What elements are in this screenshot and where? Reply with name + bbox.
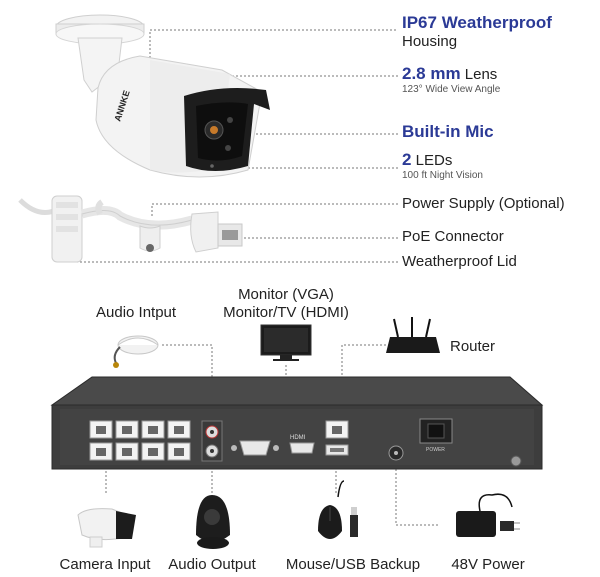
power-connector [139,225,161,252]
camera-body: ANNKE [95,55,270,178]
nvr-power-label: POWER [426,447,445,453]
nvr-ground-screw [510,455,522,467]
spec-mic-highlight: Built-in Mic [402,122,494,141]
router [386,317,440,353]
label-audio-input: Audio Intput [96,304,177,321]
label-monitor-hdmi: Monitor/TV (HDMI) [223,304,349,321]
spec-lens-sub: 123° Wide View Angle [402,84,501,95]
camera-lens [210,126,218,134]
nvr-box: HDMI POWER [50,376,544,470]
camera-illustration: ANNKE [18,14,398,263]
spec-leds-sub: 100 ft Night Vision [402,170,483,181]
spec-lens-highlight: 2.8 mm [402,64,461,83]
nvr-vga-port [231,440,279,456]
nvr-power-switch: POWER [419,418,453,453]
label-monitor-vga: Monitor (VGA) [238,286,334,303]
spec-housing: IP67 Weatherproof Housing [402,13,552,50]
spec-weatherproof-lid: Weatherproof Lid [402,253,517,270]
nvr-hdmi-port: HDMI [289,435,315,454]
camera-cable-assembly [18,195,243,263]
nvr-hdmi-label: HDMI [290,435,306,441]
label-mouse-usb: Mouse/USB Backup [285,556,421,573]
spec-housing-highlight: IP67 Weatherproof [402,13,552,32]
label-48v-power: 48V Power [451,556,525,573]
poe-connector-rj45 [190,211,243,253]
spec-lens: 2.8 mm Lens 123° Wide View Angle [402,64,500,95]
label-audio-output: Audio Output [168,556,256,573]
camera-led-2 [225,145,231,151]
label-camera-input: Camera Input [59,556,151,573]
nvr-illustration: HDMI POWER [50,317,544,549]
nvr-audio-jacks [201,420,223,462]
camera-mic [210,164,214,168]
mouse-usb-device [318,480,358,539]
monitor [260,324,312,361]
nvr-dc-input [388,445,404,461]
camera-led-1 [227,117,233,123]
audio-output-speaker [196,495,230,549]
spec-leds-rest: LEDs [411,152,453,169]
spec-poe-connector: PoE Connector [402,228,504,245]
audio-input-mic [113,335,159,368]
spec-housing-rest: Housing [402,33,458,50]
spec-lens-rest: Lens [460,66,498,83]
camera-input-device [77,508,136,548]
nvr-lan-port [325,420,349,439]
nvr-poe-ports [89,420,191,461]
spec-leds-highlight: 2 [402,150,412,169]
spec-power-supply: Power Supply (Optional) [402,195,565,212]
spec-mic: Built-in Mic [402,122,494,142]
power-adapter-48v [456,493,520,537]
spec-leds: 2 LEDs 100 ft Night Vision [402,150,483,181]
nvr-usb-port [325,444,349,456]
label-router: Router [450,338,496,355]
